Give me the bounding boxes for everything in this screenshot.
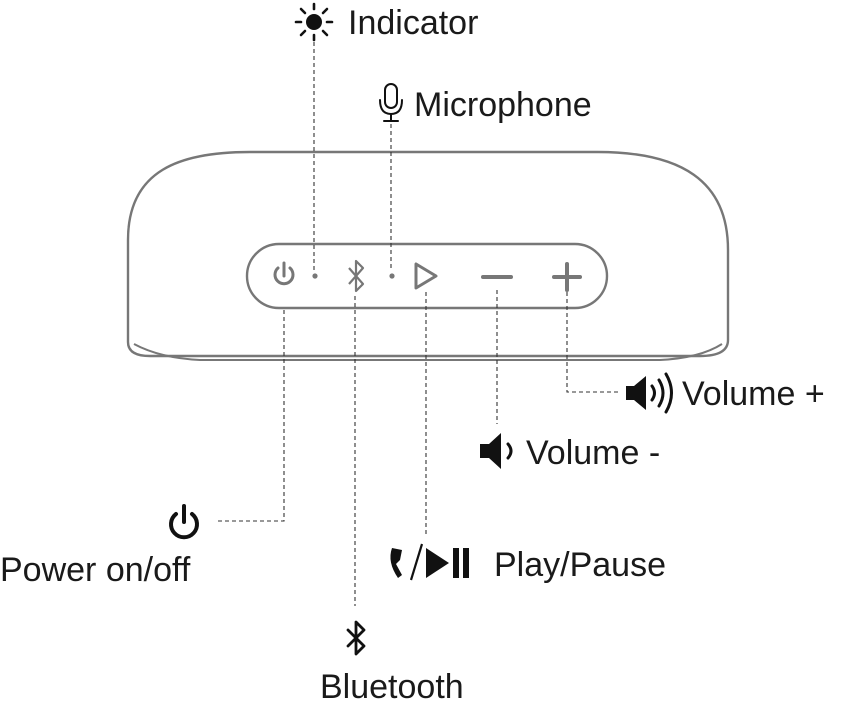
- power-icon: [169, 504, 199, 540]
- play-pause-label: Play/Pause: [494, 546, 666, 584]
- bluetooth-label: Bluetooth: [320, 668, 464, 704]
- bluetooth-icon: [346, 620, 366, 656]
- speaker-body: [126, 150, 730, 358]
- speaker-soft-icon: [480, 433, 513, 469]
- microphone-hole: [389, 273, 395, 279]
- control-panel: [245, 242, 609, 310]
- speaker-base: [133, 343, 723, 361]
- leader-lines: [218, 42, 620, 606]
- power-label: Power on/off: [0, 551, 191, 589]
- indicator-led: [312, 273, 318, 279]
- power-leader: [218, 310, 285, 522]
- volume-up-label: Volume +: [682, 375, 825, 413]
- microphone-icon: [379, 83, 403, 122]
- panel-power-button[interactable]: [273, 261, 295, 286]
- panel-volume-up-button[interactable]: [552, 262, 582, 292]
- indicator-label: Indicator: [348, 4, 478, 42]
- volume-up-leader: [566, 292, 620, 393]
- panel-play-pause-button[interactable]: [414, 262, 438, 290]
- speaker-loud-icon: [626, 372, 673, 414]
- speaker-device: [126, 150, 730, 361]
- phone-play-pause-icon: [390, 543, 469, 581]
- panel-bluetooth-button[interactable]: [348, 259, 365, 293]
- volume-down-label: Volume -: [526, 434, 660, 472]
- microphone-label: Microphone: [414, 86, 592, 124]
- sun-icon: [294, 2, 334, 42]
